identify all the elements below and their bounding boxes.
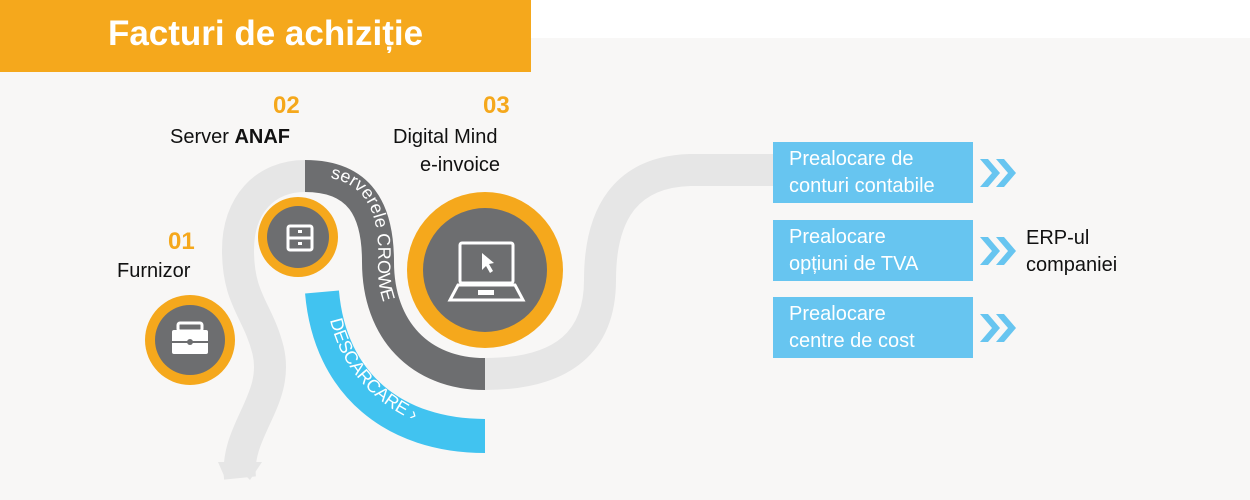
step-02-label-prefix: Server [170, 126, 235, 148]
step-03-label-line2: e-invoice [420, 154, 501, 176]
step-02-label: Server ANAF [170, 126, 290, 149]
box-line2: centre de cost [789, 330, 915, 352]
server-cabinet-icon [286, 224, 314, 252]
box-line1: Prealocare de [789, 148, 914, 170]
background [0, 38, 1250, 500]
page-title: Facturi de achiziție [107, 14, 424, 53]
ribbon-left [221, 160, 306, 480]
step-01-number: 01 [168, 228, 195, 255]
box-line2: opțiuni de TVA [789, 253, 919, 275]
ribbon-tail [218, 462, 262, 480]
double-chevron-icon [980, 237, 1016, 265]
box-line2: conturi contabile [789, 175, 935, 197]
box-centre-cost: Prealocare centre de cost [773, 297, 973, 358]
double-chevron-icon [980, 159, 1016, 187]
step-03-number: 03 [483, 92, 510, 119]
briefcase-icon [172, 321, 208, 354]
step-03-label-line1: Digital Mind [393, 126, 498, 148]
double-chevron-icon [980, 314, 1016, 342]
ribbon-right [484, 154, 775, 390]
box-line1: Prealocare [789, 226, 886, 248]
box-conturi-contabile: Prealocare de conturi contabile [773, 142, 973, 203]
erp-label-line1: ERP-ul [1026, 227, 1090, 249]
title-banner: Facturi de achiziție [0, 0, 531, 72]
step-02-circle [258, 197, 338, 277]
step-01-circle [145, 295, 235, 385]
erp-label-line2: companiei [1026, 254, 1118, 276]
box-line1: Prealocare [789, 303, 886, 325]
download-band [305, 290, 486, 453]
step-01-label: Furnizor [117, 260, 191, 282]
step-03-circle [407, 192, 563, 348]
laptop-cursor-icon [447, 241, 526, 302]
step-02-number: 02 [273, 92, 300, 119]
box-optiuni-tva: Prealocare opțiuni de TVA [773, 220, 973, 281]
crowe-band [304, 160, 486, 390]
step-02-label-bold: ANAF [234, 126, 291, 148]
